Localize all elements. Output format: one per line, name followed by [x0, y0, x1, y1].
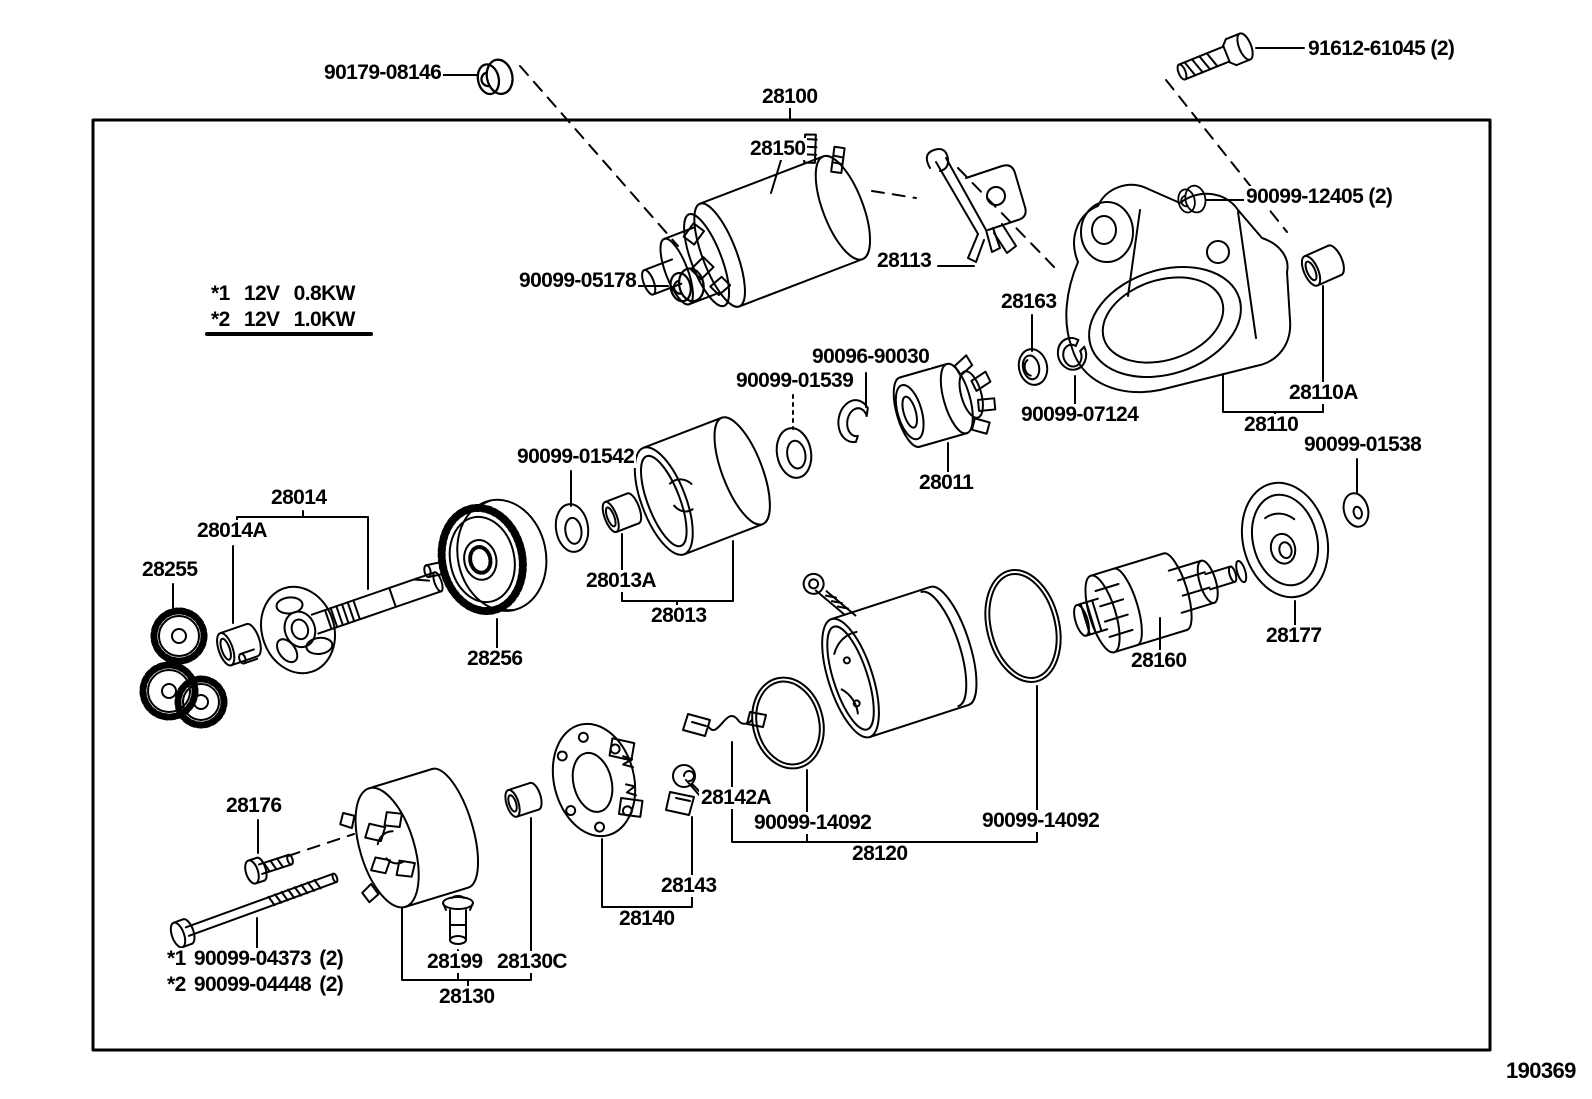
o-ring-front-90099-14092-drawing — [751, 676, 825, 770]
part-label-28160: 28160 — [1129, 649, 1189, 673]
part-label-28176: 28176 — [224, 794, 284, 818]
spec-note-2: *2 12V 1.0KW — [209, 308, 357, 332]
part-label-28163: 28163 — [999, 290, 1059, 314]
part-label-28130C: 28130C — [495, 950, 569, 974]
part-label-28150: 28150 — [748, 137, 808, 161]
part-label-28255: 28255 — [140, 558, 200, 582]
magnet-switch-28150-drawing — [641, 133, 872, 308]
nut-90179-08146-drawing — [473, 56, 517, 100]
housing-bushing-28110A-drawing — [1300, 244, 1345, 287]
planetary-gears-28255-drawing — [139, 607, 228, 729]
part-label-28120: 28120 — [850, 842, 910, 866]
gear-bushing-28013A-drawing — [601, 492, 643, 534]
part-label-28014: 28014 — [269, 486, 329, 510]
end-frame-28130-drawing — [339, 767, 480, 909]
output-shaft-28014-drawing — [238, 571, 444, 675]
part-label-28143: 28143 — [659, 874, 719, 898]
washer-90099-01538-drawing — [1342, 492, 1370, 528]
part-label-90179-08146: 90179-08146 — [322, 61, 444, 85]
part-label-90099-01542: 90099-01542 — [515, 445, 637, 469]
o-ring-rear-90099-14092-drawing — [984, 569, 1062, 683]
part-label-28100: 28100 — [760, 85, 820, 109]
plug-28199-drawing — [442, 895, 474, 945]
part-label-90099-05178: 90099-05178 — [517, 269, 639, 293]
part-label-28140: 28140 — [617, 907, 677, 931]
part-label-90099-04448: *2 90099-04448 (2) — [165, 973, 346, 997]
part-label-90099-07124: 90099-07124 — [1019, 403, 1141, 427]
part-label-91612-61045: 91612-61045 (2) — [1306, 37, 1457, 61]
shaft-bushing-28014A-drawing — [216, 622, 262, 667]
part-label-28142A: 28142A — [699, 786, 773, 810]
armature-28160-drawing — [1073, 552, 1248, 654]
brush-holder-28140-drawing — [551, 722, 644, 838]
starter-clutch-28011-drawing — [892, 354, 997, 448]
part-label-28013A: 28013A — [584, 569, 658, 593]
part-label-90099-01539: 90099-01539 — [734, 369, 856, 393]
brush-28143-drawing — [665, 764, 700, 816]
part-label-28110A: 28110A — [1287, 381, 1360, 405]
washer-90099-01539-drawing — [775, 427, 813, 479]
figure-number: 190369 — [1504, 1058, 1578, 1083]
snap-ring-90096-90030-drawing — [837, 399, 869, 444]
leader-lines — [172, 47, 1358, 989]
end-frame-bushing-28130C-drawing — [504, 781, 543, 818]
part-label-28113: 28113 — [875, 249, 934, 273]
spec-note-1: *1 12V 0.8KW — [209, 282, 357, 306]
part-label-28130: 28130 — [437, 985, 497, 1009]
internal-gear-28013-drawing — [633, 416, 771, 556]
part-label-90099-01538: 90099-01538 — [1302, 433, 1424, 457]
end-cover-28177-drawing — [1240, 481, 1330, 599]
part-label-28256: 28256 — [465, 647, 525, 671]
part-label-90099-04373: *1 90099-04373 (2) — [165, 947, 346, 971]
part-label-90099-14092-front: 90099-14092 — [752, 811, 874, 835]
through-bolt-drawing — [169, 872, 339, 949]
part-label-28199: 28199 — [425, 950, 485, 974]
part-label-28013: 28013 — [649, 604, 709, 628]
part-label-90096-90030: 90096-90030 — [810, 345, 932, 369]
nut-90099-12405-drawing — [1174, 182, 1209, 217]
center-bearing-28256-drawing — [423, 498, 548, 616]
brush-lead-28142A-drawing — [682, 711, 767, 737]
part-label-28110: 28110 — [1242, 413, 1301, 437]
lever-seal-28163-drawing — [1017, 348, 1049, 386]
bolt-91612-61045-drawing — [1176, 32, 1254, 81]
washer-90099-01542-drawing — [554, 503, 590, 553]
drive-housing-28110-drawing — [1065, 183, 1292, 394]
part-label-28014A: 28014A — [195, 519, 269, 543]
snap-ring-90099-07124-drawing — [1056, 336, 1088, 371]
bolt-28176-drawing — [244, 853, 294, 885]
figure-frame — [91, 118, 1492, 1052]
drive-lever-28113-drawing — [925, 148, 1027, 263]
part-label-90099-12405: 90099-12405 (2) — [1244, 185, 1395, 209]
dashed-assembly-lines — [287, 65, 1288, 857]
part-label-28177: 28177 — [1264, 624, 1324, 648]
part-label-90099-14092-rear: 90099-14092 — [980, 809, 1102, 833]
yoke-28120-drawing — [802, 572, 978, 739]
part-label-28011: 28011 — [917, 471, 976, 495]
